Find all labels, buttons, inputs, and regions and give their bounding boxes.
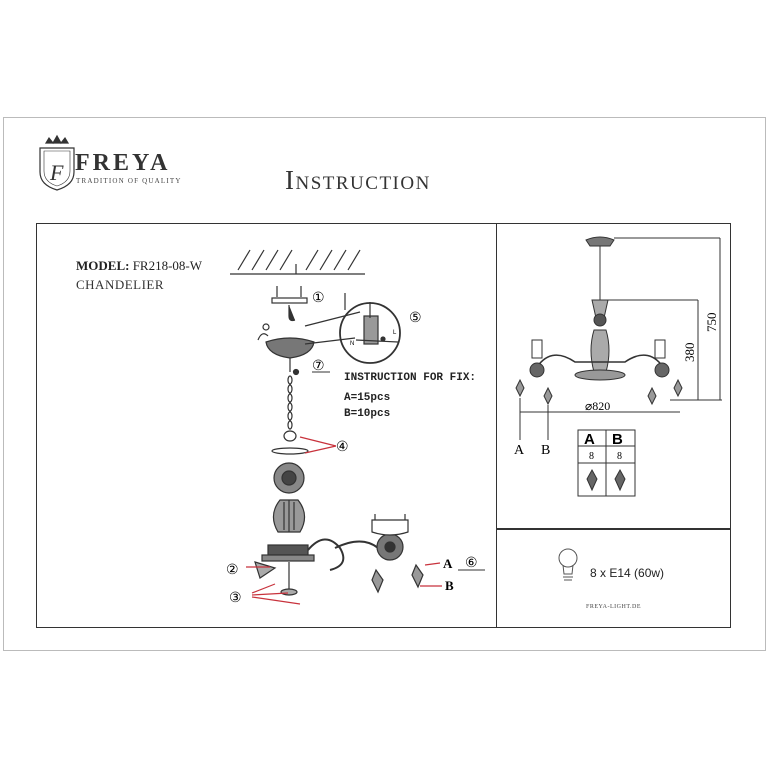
callout-2: ② bbox=[226, 563, 239, 578]
callout-6: ⑥ bbox=[465, 556, 478, 571]
brand-crest-icon bbox=[39, 134, 75, 191]
table-header-a: A bbox=[584, 431, 595, 448]
diagram-a-label: A bbox=[514, 443, 525, 458]
model-code: FR218-08-W bbox=[132, 258, 203, 273]
diagram-b-label: B bbox=[541, 443, 550, 458]
lamp-spec-panel bbox=[496, 528, 731, 628]
dimension-drawing bbox=[515, 236, 722, 440]
wire-live-label: L bbox=[393, 330, 397, 336]
fix-count-a: A=15pcs bbox=[344, 392, 391, 404]
callout-4: ④ bbox=[336, 440, 349, 455]
lamp-spec: 8 x E14 (60w) bbox=[590, 566, 665, 580]
table-count-a: 8 bbox=[589, 451, 594, 462]
height-body-label: 380 bbox=[682, 343, 697, 363]
instruction-sheet bbox=[3, 117, 766, 651]
brand-tagline: TRADITION OF QUALITY bbox=[76, 177, 182, 185]
chandelier-body bbox=[254, 462, 424, 596]
part-a-label: A bbox=[443, 556, 453, 571]
brand-name: FREYA bbox=[75, 150, 171, 176]
table-header-b: B bbox=[612, 431, 623, 448]
dimensions-panel bbox=[496, 223, 731, 530]
diameter-label: ⌀820 bbox=[585, 399, 610, 413]
callout-lines bbox=[246, 436, 442, 605]
page-title: Instruction bbox=[285, 165, 431, 195]
parts-table-grid bbox=[577, 429, 636, 497]
website-text: FREYA-LIGHT.DE bbox=[586, 604, 642, 610]
wire-connector-detail bbox=[339, 302, 401, 364]
mounting-screws bbox=[271, 286, 346, 322]
callout-3: ③ bbox=[229, 591, 242, 606]
table-count-b: 8 bbox=[617, 451, 622, 462]
model-line: MODEL: FR218-08-W bbox=[76, 258, 202, 274]
model-label: MODEL: bbox=[76, 258, 130, 273]
fix-instruction-title: INSTRUCTION FOR FIX: bbox=[344, 372, 477, 384]
part-b-label: B bbox=[445, 578, 454, 593]
ceiling-canopy bbox=[257, 311, 361, 376]
fix-count-b: B=10pcs bbox=[344, 408, 391, 420]
callout-underlines bbox=[312, 371, 485, 571]
height-total-label: 750 bbox=[704, 313, 719, 333]
logo-letter: F bbox=[49, 160, 64, 185]
chain bbox=[271, 375, 309, 455]
callout-5: ⑤ bbox=[409, 311, 422, 326]
wire-neutral-label: N bbox=[350, 341, 354, 347]
callout-7: ⑦ bbox=[312, 359, 325, 374]
ceiling-hatch bbox=[230, 249, 365, 275]
product-type: CHANDELIER bbox=[76, 277, 165, 292]
callout-1: ① bbox=[312, 291, 325, 306]
light-bulb-icon bbox=[558, 548, 578, 581]
